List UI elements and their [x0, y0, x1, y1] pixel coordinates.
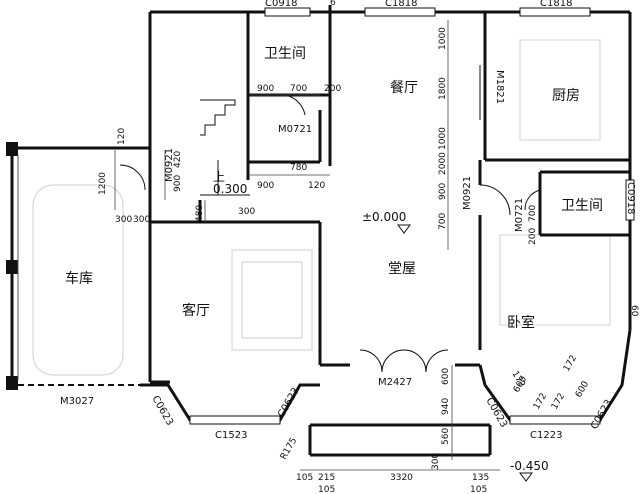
dim-300b: 300: [133, 215, 150, 225]
windows: [189, 7, 635, 425]
dim-1800: 1800: [438, 77, 448, 100]
dim-105a: 105: [296, 473, 313, 483]
walls: [10, 5, 632, 457]
room-label-bath-top: 卫生间: [264, 46, 306, 62]
code-m0721-top: M0721: [278, 124, 312, 135]
dim-200a: 200: [324, 84, 341, 94]
room-label-dining: 餐厅: [390, 80, 418, 96]
code-m0921-left: M0921: [164, 148, 175, 182]
dimension-lines: [114, 20, 500, 471]
level-stair: 0.300: [213, 182, 247, 196]
room-label-main-hall: 堂屋: [388, 261, 416, 277]
dim-135: 135: [472, 473, 489, 483]
room-label-kitchen: 厨房: [552, 88, 580, 104]
code-m1821: M1821: [494, 70, 505, 104]
code-c-top-mid: C1818: [385, 0, 417, 9]
level-outdoor: -0.450: [510, 459, 549, 473]
dim-3320: 3320: [390, 473, 413, 483]
dim-700a: 700: [290, 84, 307, 94]
room-label-bedroom: 卧室: [507, 314, 535, 331]
dim-300d: 300: [431, 453, 441, 470]
level-marker-outdoor: [519, 472, 533, 482]
code-c-top-left: C0918: [265, 0, 297, 9]
dim-900b: 900: [257, 181, 274, 191]
dim-700b: 700: [528, 205, 538, 222]
doors: [119, 65, 541, 373]
room-label-bath-right: 卫生间: [561, 198, 603, 214]
dim-215: 215: [318, 473, 335, 483]
level-marker-floor: [397, 224, 411, 234]
dim-105b: 105: [318, 485, 335, 494]
code-m3027: M3027: [60, 396, 94, 407]
room-label-living: 客厅: [182, 302, 210, 319]
code-m0721-right: M0721: [514, 198, 525, 232]
dim-120b: 120: [117, 128, 127, 145]
dim-600r: 60: [629, 305, 639, 317]
dim-105c: 105: [470, 485, 487, 494]
dim-300a: 300: [115, 215, 132, 225]
dim-780: 780: [290, 163, 307, 173]
code-c-top-right: C1818: [540, 0, 572, 9]
dim-900v: 900: [438, 183, 448, 200]
code-c1523: C1523: [215, 430, 247, 441]
dim-1000b: 1000: [438, 127, 448, 150]
dim-900c: 900: [173, 175, 183, 192]
code-c1223: C1223: [530, 430, 562, 441]
level-floor: ±0.000: [362, 210, 406, 224]
dim-120a: 120: [308, 181, 325, 191]
dim-420: 420: [173, 151, 183, 168]
stair: [200, 99, 250, 196]
columns: [6, 142, 18, 390]
dim-900a: 900: [257, 84, 274, 94]
room-label-garage: 车库: [65, 270, 93, 287]
dim-6: 6: [330, 0, 336, 8]
dim-2000: 2000: [438, 152, 448, 175]
stair-up-label: 上: [213, 170, 225, 184]
dim-200b: 200: [528, 228, 538, 245]
code-m0921-mid: M0921: [462, 176, 473, 210]
dim-600a: 600: [441, 368, 451, 385]
dim-1200: 1200: [98, 172, 108, 195]
dim-560: 560: [441, 428, 451, 445]
code-m2427: M2427: [378, 377, 412, 388]
dim-480: 480: [195, 205, 205, 222]
dim-940: 940: [441, 398, 451, 415]
dim-1000a: 1000: [438, 27, 448, 50]
dim-300c: 300: [238, 207, 255, 217]
code-c-right-side: C0918: [625, 182, 636, 214]
dim-700v: 700: [438, 213, 448, 230]
